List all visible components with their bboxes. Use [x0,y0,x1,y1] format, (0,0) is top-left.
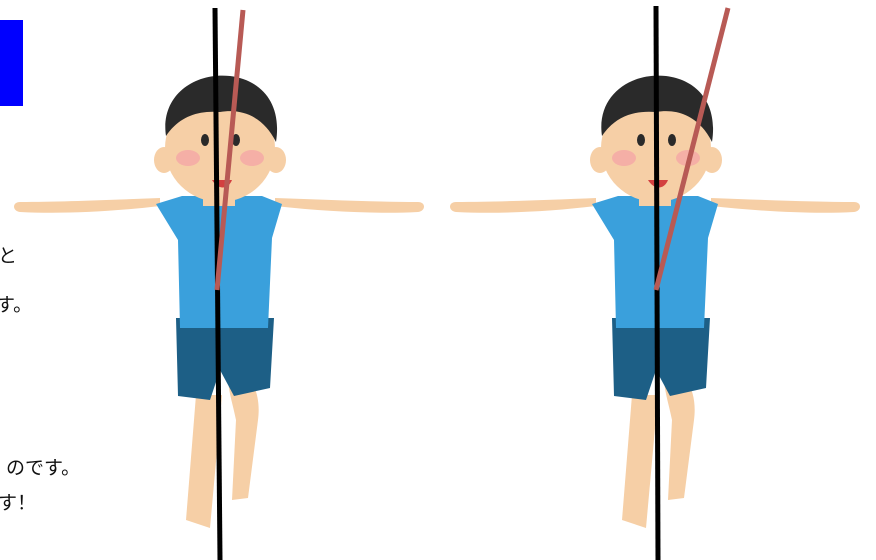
standing-leg [622,395,658,528]
figure-left [0,0,440,560]
right-arm [275,198,424,213]
figure-right [436,0,876,560]
left-arm [450,198,596,213]
boy-balancing-illustration-right [436,0,876,560]
right-arm [711,198,860,213]
left-arm [14,198,160,213]
boy-balancing-illustration-left [0,0,440,560]
shorts [612,318,710,400]
shorts [176,318,274,400]
